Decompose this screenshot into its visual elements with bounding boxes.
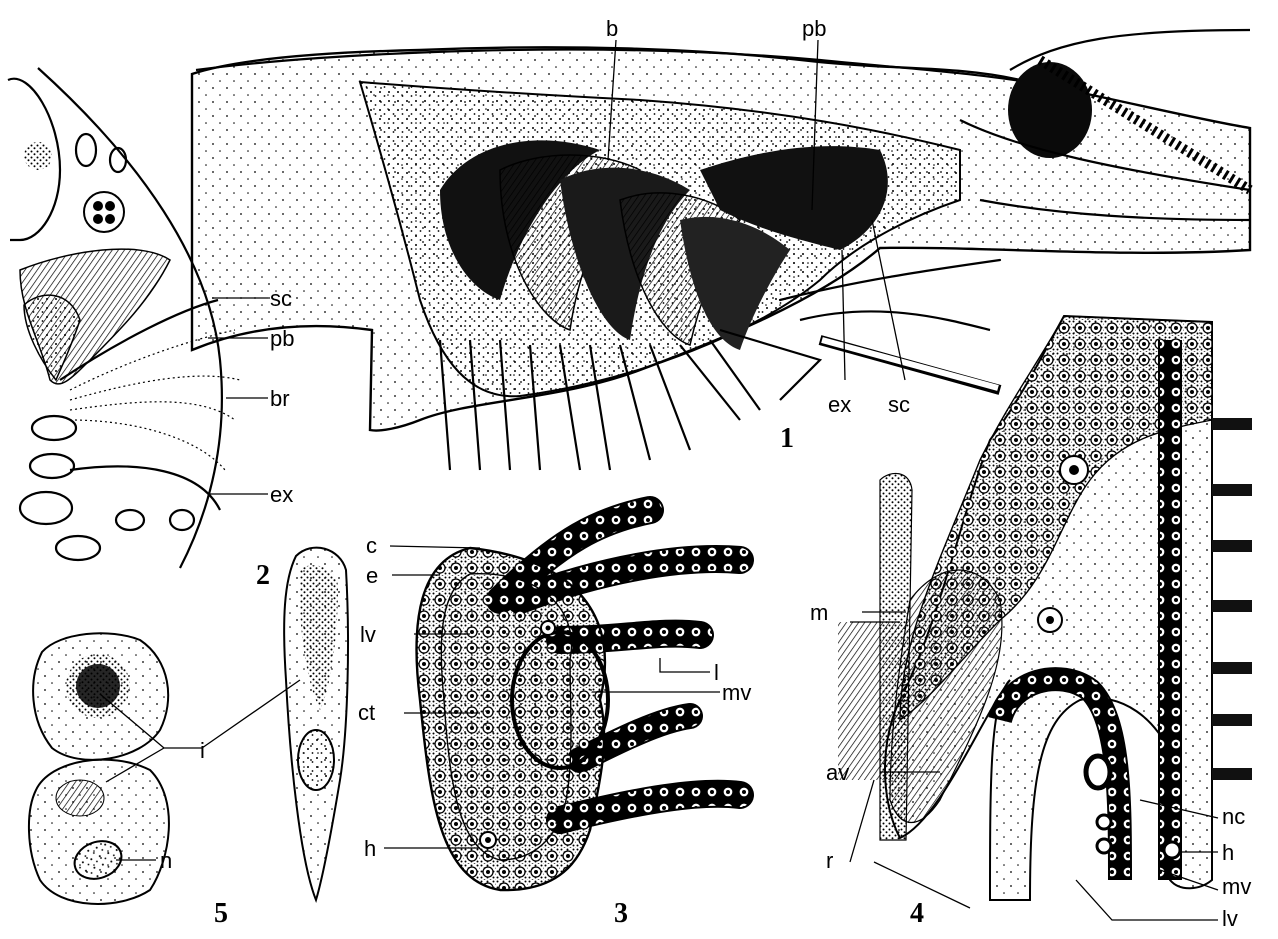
fig3-label-lv: lv <box>360 622 376 647</box>
fig4-label-m: m <box>810 600 828 625</box>
figure-3-drawing <box>384 510 740 890</box>
fig2-label-pb: pb <box>270 326 294 351</box>
fig3-label-l: l <box>714 660 719 685</box>
fig3-median-vessel <box>512 632 608 768</box>
fig5-cell-lower <box>29 760 169 904</box>
fig3-number: 3 <box>614 898 628 929</box>
fig5-number: 5 <box>214 898 228 929</box>
figure-5-drawing <box>29 548 348 904</box>
fig4-nerve-cell <box>1086 756 1110 788</box>
fig4-label-r: r <box>826 848 833 873</box>
fig2-label-sc: sc <box>270 286 292 311</box>
fig4-label-lv: lv <box>1222 906 1238 931</box>
fig2-label-ex: ex <box>270 482 293 507</box>
fig1-label-pb: pb <box>802 16 826 41</box>
fig1-label-ex: ex <box>828 392 851 417</box>
fig3-label-mv: mv <box>722 680 751 705</box>
fig3-label-e: e <box>366 563 378 588</box>
fig5-label-n: n <box>160 848 172 873</box>
fig1-number: 1 <box>780 423 794 454</box>
fig4-comb-teeth <box>1212 418 1252 780</box>
fig3-label-c: c <box>366 533 377 558</box>
fig4-label-mv: mv <box>1222 874 1251 899</box>
fig3-label-h: h <box>364 836 376 861</box>
fig1-label-sc: sc <box>888 392 910 417</box>
fig1-antenna-2 <box>800 311 990 330</box>
fig2-nerve-cord <box>84 192 124 232</box>
fig2-label-br: br <box>270 386 290 411</box>
fig4-number: 4 <box>910 898 924 929</box>
fig4-label-nc: nc <box>1222 804 1245 829</box>
fig1-label-b: b <box>606 16 618 41</box>
fig4-label-h: h <box>1222 840 1234 865</box>
fig2-ex-line <box>70 466 220 510</box>
fig4-label-av: av <box>826 760 849 785</box>
fig3-label-ct: ct <box>358 700 375 725</box>
fig5-label-i: i <box>200 738 205 763</box>
fig2-number: 2 <box>256 560 270 591</box>
